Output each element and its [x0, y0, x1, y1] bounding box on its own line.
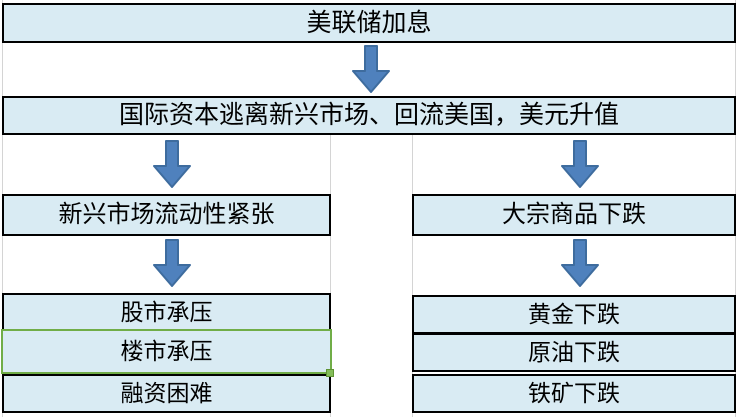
down-arrow-icon: [153, 140, 191, 188]
box-financing-difficulty[interactable]: 融资困难: [2, 374, 331, 413]
box-fed-rate-hike[interactable]: 美联储加息: [2, 3, 736, 43]
down-arrow-icon: [153, 239, 191, 287]
arrow-level2-to-left-branch[interactable]: [153, 140, 191, 188]
box-property-market-pressure-selected[interactable]: 楼市承压: [1, 329, 332, 374]
arrow-root-to-level2[interactable]: [352, 45, 390, 93]
gridline-vertical-mid-right: [412, 134, 413, 417]
down-arrow-icon: [561, 239, 599, 287]
box-commodities-fall-label: 大宗商品下跌: [502, 202, 646, 228]
box-stock-market-pressure[interactable]: 股市承压: [2, 293, 331, 331]
gridline-vertical-mid-left: [330, 134, 331, 417]
box-iron-ore-falls[interactable]: 铁矿下跌: [412, 374, 736, 413]
box-emerging-market-liquidity[interactable]: 新兴市场流动性紧张: [2, 194, 331, 236]
box-fed-rate-hike-label: 美联储加息: [306, 9, 432, 37]
box-iron-ore-falls-label: 铁矿下跌: [528, 381, 620, 406]
box-emerging-market-liquidity-label: 新兴市场流动性紧张: [58, 202, 275, 228]
box-stock-market-pressure-label: 股市承压: [120, 299, 213, 325]
down-arrow-icon: [561, 140, 599, 188]
box-gold-falls[interactable]: 黄金下跌: [412, 295, 736, 334]
box-crude-oil-falls[interactable]: 原油下跌: [412, 333, 736, 372]
box-crude-oil-falls-label: 原油下跌: [528, 340, 620, 365]
arrow-left-branch-to-outcomes[interactable]: [153, 239, 191, 287]
arrow-right-branch-to-outcomes[interactable]: [561, 239, 599, 287]
box-property-market-pressure-label: 楼市承压: [120, 339, 213, 364]
box-gold-falls-label: 黄金下跌: [528, 302, 620, 327]
box-capital-flight[interactable]: 国际资本逃离新兴市场、回流美国，美元升值: [2, 96, 736, 135]
selection-resize-handle[interactable]: [326, 369, 334, 377]
arrow-level2-to-right-branch[interactable]: [561, 140, 599, 188]
box-financing-difficulty-label: 融资困难: [120, 381, 213, 406]
box-commodities-fall[interactable]: 大宗商品下跌: [412, 194, 736, 236]
down-arrow-icon: [352, 45, 390, 93]
box-capital-flight-label: 国际资本逃离新兴市场、回流美国，美元升值: [118, 102, 619, 129]
